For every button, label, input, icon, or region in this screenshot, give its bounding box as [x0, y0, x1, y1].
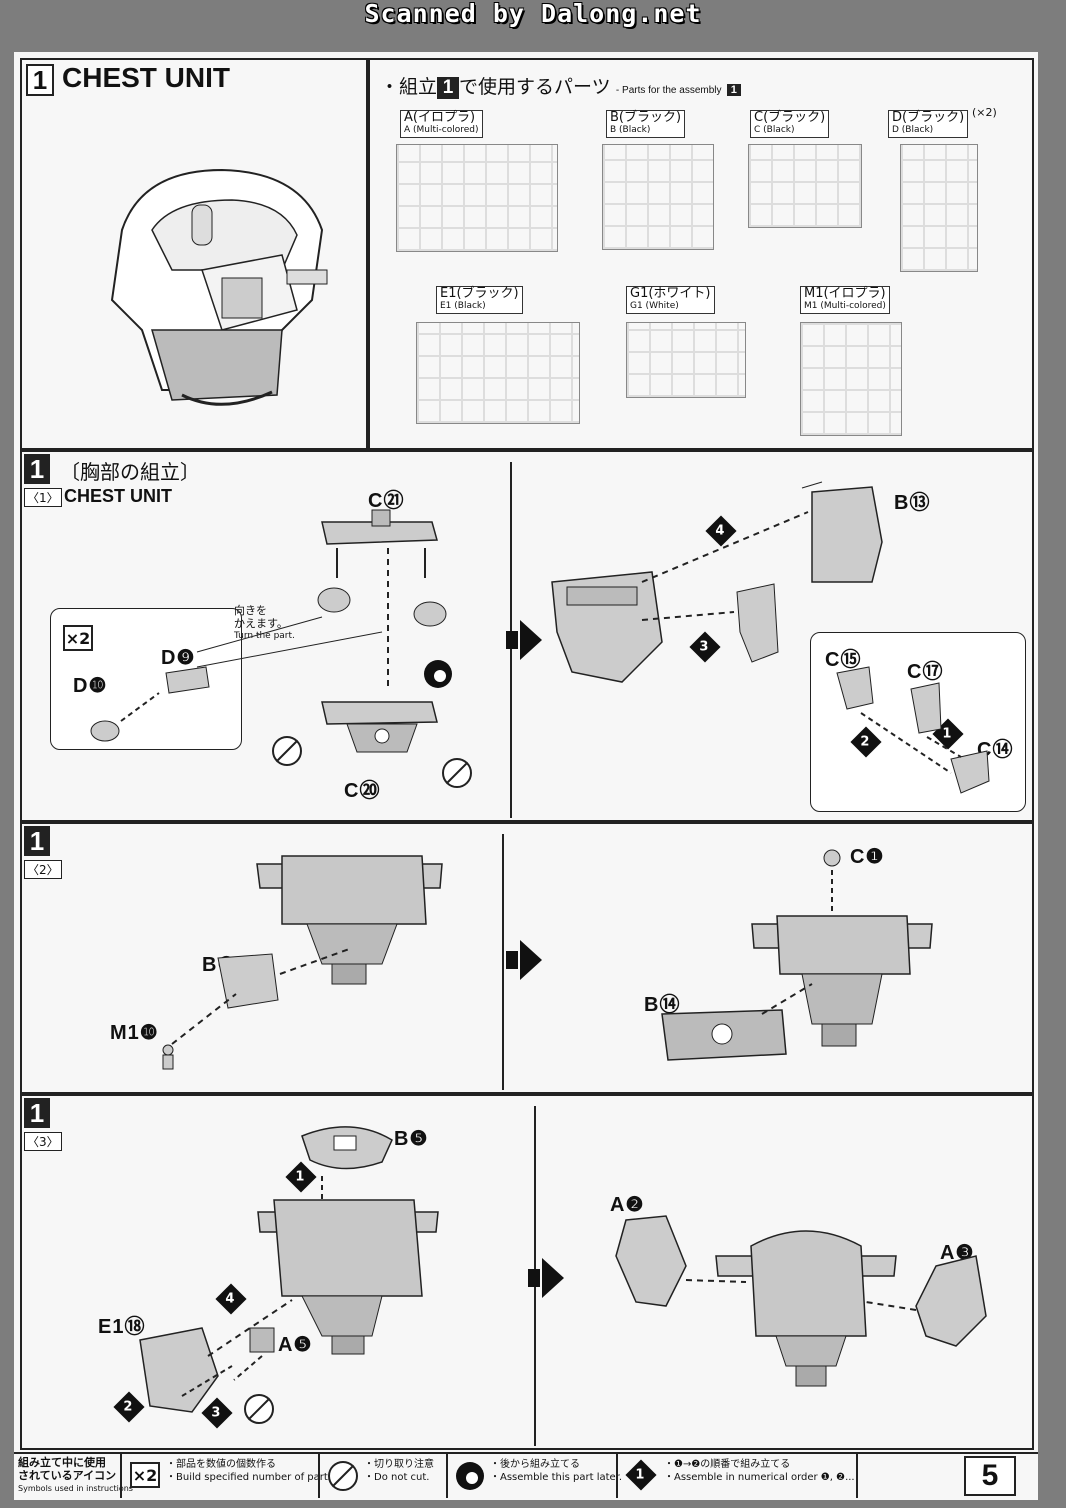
part-b5: B❺ [394, 1128, 429, 1150]
part-c21: C㉑ [368, 490, 405, 512]
step-sub: 〈2〉 [24, 860, 62, 879]
runner-g1 [626, 322, 746, 398]
c14-assembly-box: C⑮ C⑰ C⑭ 2 1 [810, 632, 1026, 812]
part-c20: C⑳ [344, 780, 381, 802]
step-1-1-right-drawing [551, 481, 883, 683]
runner-tag-d: D(ブラック)D (Black) [888, 110, 969, 138]
parts-heading-en: - Parts for the assembly [615, 85, 722, 96]
step-divider [502, 834, 504, 1090]
part-a5: A❺ [278, 1334, 313, 1356]
assemble-later-icon [424, 660, 452, 688]
step-sub: 〈3〉 [24, 1132, 62, 1151]
x2-detail-box: ×2 D❾ D❿ [50, 608, 242, 750]
step-number: 1 [24, 826, 50, 856]
runner-d [900, 144, 978, 272]
part-c1: C❶ [850, 846, 885, 868]
part-b14: B⑭ [644, 994, 681, 1016]
step-1-2-right-drawing [661, 849, 933, 1061]
step-number: 1 [24, 454, 50, 484]
step-1-2-left-drawing [162, 855, 443, 1070]
step-sub: 〈1〉 [24, 488, 62, 507]
d-parts-drawing [90, 666, 210, 742]
scan-banner: Scanned by Dalong.net [364, 0, 702, 28]
step-1-3-left-drawing [139, 1126, 439, 1413]
runner-d-count: (×2) [972, 106, 997, 119]
section-number: 1 [26, 64, 54, 96]
chest-unit-overview-frame: 1 CHEST UNIT [20, 58, 368, 450]
c14-assembly-drawing [836, 666, 990, 794]
do-not-cut-icon-right [442, 758, 472, 788]
part-c17: C⑰ [907, 661, 944, 683]
legend-heading: 組み立て中に使用 されているアイコン Symbols used in instr… [18, 1456, 133, 1493]
parts-heading-jp: ・組立 [380, 77, 438, 98]
legend-x2-icon: ×2 [130, 1462, 160, 1488]
runner-tag-e1: E1(ブラック)E1 (Black) [436, 286, 523, 314]
part-m10: M1❿ [110, 1022, 159, 1044]
turn-part-note: 向きを かえます。 Turn the part. [234, 604, 295, 641]
part-e18: E1⑱ [98, 1316, 146, 1338]
section-title: CHEST UNIT [62, 62, 230, 93]
step-title-en: CHEST UNIT [64, 486, 172, 506]
runner-tag-m1: M1(イロプラ)M1 (Multi-colored) [800, 286, 890, 314]
runner-a [396, 144, 558, 252]
runner-tag-c: C(ブラック)C (Black) [750, 110, 830, 138]
step-title-jp: 〔胸部の組立〕 [60, 460, 200, 484]
next-arrow-icon [506, 940, 542, 980]
legend-separator [616, 1454, 618, 1498]
symbols-legend: 組み立て中に使用 されているアイコン Symbols used in instr… [14, 1452, 1038, 1498]
legend-separator [120, 1454, 122, 1498]
legend-order-text: ・❶→❷の順番で組み立てる ・Assemble in numerical ord… [664, 1459, 855, 1483]
legend-x2-text: ・部品を数値の個数作る ・Build specified number of p… [166, 1459, 337, 1483]
legend-separator [446, 1454, 448, 1498]
parts-heading-jp2: で使用するパーツ [459, 77, 611, 98]
parts-heading-num: 1 [437, 77, 460, 99]
part-a2: A❷ [610, 1194, 645, 1216]
runner-tag-b: B(ブラック)B (Black) [606, 110, 686, 138]
legend-do-not-cut-icon [328, 1461, 358, 1491]
step-number: 1 [24, 1098, 50, 1128]
runner-m1 [800, 322, 902, 436]
legend-cut-text: ・切り取り注意 ・Do not cut. [364, 1459, 434, 1483]
legend-later-icon [456, 1462, 484, 1490]
legend-order-diamond-icon: 1 [625, 1459, 657, 1491]
step-1-1-left-drawing [196, 509, 447, 753]
do-not-cut-icon [244, 1394, 274, 1424]
part-d10: D❿ [73, 675, 108, 697]
page-number: 5 [964, 1456, 1016, 1496]
runner-c [748, 144, 862, 228]
runner-tag-g1: G1(ホワイト)G1 (White) [626, 286, 715, 314]
parts-heading-en-num: 1 [726, 84, 741, 96]
next-arrow-icon [528, 1258, 564, 1298]
step-1-3-right-drawing [615, 1215, 987, 1387]
chest-unit-illustration [110, 168, 328, 406]
runner-b [602, 144, 714, 250]
step-1-1-frame: 1 〈1〉 〔胸部の組立〕 CHEST UNIT ×2 D❾ D❿ 向きを かえ… [20, 450, 1034, 822]
legend-separator [856, 1454, 858, 1498]
part-d9: D❾ [161, 647, 196, 669]
legend-separator [318, 1454, 320, 1498]
legend-later-text: ・後から組み立てる ・Assemble this part later. [490, 1459, 623, 1483]
do-not-cut-icon-left [272, 736, 302, 766]
runner-tag-a: A(イロプラ)A (Multi-colored) [400, 110, 483, 138]
part-c15: C⑮ [825, 649, 862, 671]
part-b13: B⑬ [894, 492, 931, 514]
next-arrow-icon [506, 620, 542, 660]
step-1-3-frame: 1 〈3〉 B❺ E1⑱ A❺ 1 4 2 3 A❷ A❸ [20, 1094, 1034, 1450]
runner-e1 [416, 322, 580, 424]
step-1-2-frame: 1 〈2〉 B❶ M1❿ C❶ B⑭ [20, 822, 1034, 1094]
x2-icon: ×2 [63, 625, 93, 651]
